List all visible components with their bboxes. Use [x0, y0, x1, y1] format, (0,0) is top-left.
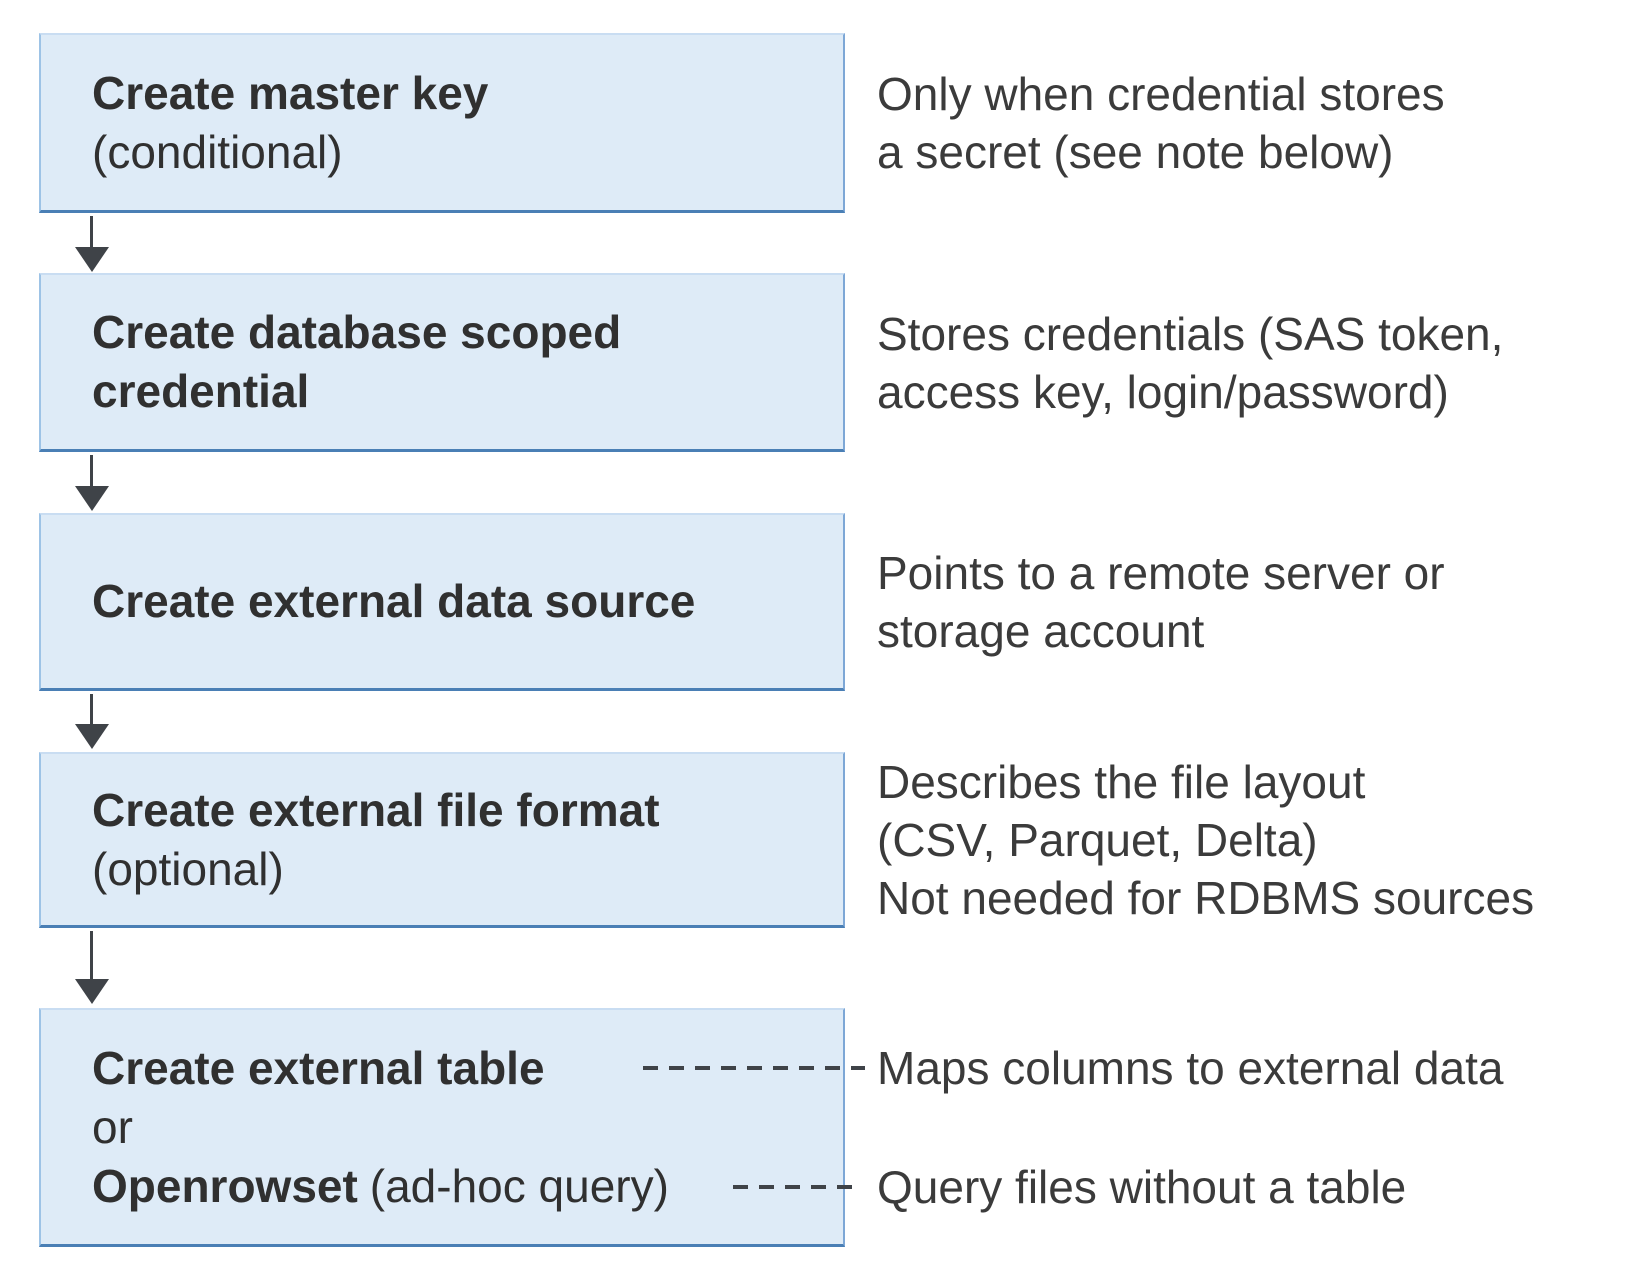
step-title: Create database scoped credential [92, 306, 622, 417]
note-maps-columns: Maps columns to external data [877, 1042, 1504, 1094]
step-option-create-external-table: Create external table [92, 1041, 545, 1094]
note-query-files: Query files without a table [877, 1161, 1407, 1213]
arrow-down-icon [75, 979, 109, 1004]
arrow-down-icon [90, 694, 93, 725]
arrow-down-icon [90, 455, 93, 487]
note-master-key: Only when credential stores a secret (se… [877, 68, 1445, 178]
step-title: Create external file format [92, 783, 660, 836]
step-conjunction: or [92, 1100, 133, 1153]
step-option-openrowset: Openrowset(ad-hoc query) [92, 1157, 843, 1216]
flow-box-create-external-data-source: Create external data source [39, 513, 845, 691]
step-qualifier: (optional) [92, 842, 284, 895]
flow-box-create-external-table-or-openrowset: Create external table or Openrowset(ad-h… [39, 1008, 845, 1247]
flow-box-create-master-key: Create master key (conditional) [39, 33, 845, 213]
note-external-data-source: Points to a remote server or storage acc… [877, 547, 1445, 657]
arrow-down-icon [75, 247, 109, 272]
flow-box-create-external-file-format: Create external file format (optional) [39, 752, 845, 928]
arrow-down-icon [75, 724, 109, 749]
dashed-connector-icon [643, 1066, 865, 1070]
arrow-down-icon [75, 486, 109, 511]
note-database-scoped-credential: Stores credentials (SAS token, access ke… [877, 307, 1504, 418]
flow-box-create-database-scoped-credential: Create database scoped credential [39, 273, 845, 452]
step-qualifier: (conditional) [92, 125, 343, 178]
step-title: Create master key [92, 66, 489, 119]
openrowset-qualifier: (ad-hoc query) [369, 1159, 669, 1212]
arrow-down-icon [90, 216, 93, 249]
note-external-file-format: Describes the file layout (CSV, Parquet,… [877, 756, 1535, 924]
step-title: Create external data source [92, 575, 696, 627]
arrow-down-icon [90, 931, 93, 980]
openrowset-label: Openrowset [92, 1159, 358, 1212]
dashed-connector-icon [733, 1185, 863, 1189]
